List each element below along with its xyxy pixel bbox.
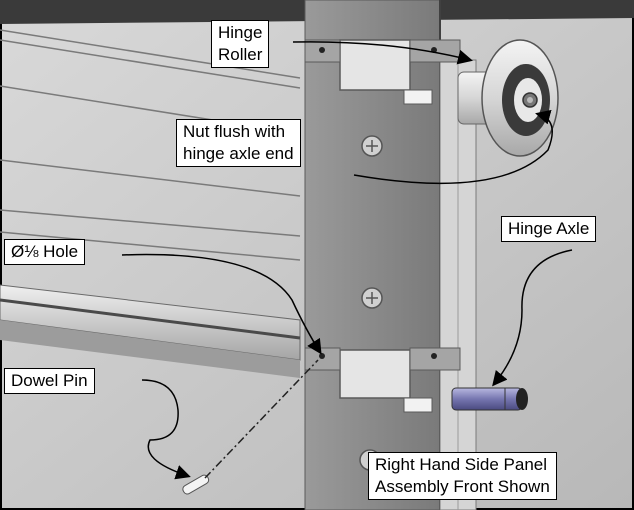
lower-hinge-hole-right [431, 353, 437, 359]
hinge-roller-label-line-1: Hinge [218, 23, 263, 42]
hinge-axle-label: Hinge Axle [501, 216, 597, 242]
leader-hinge-axle [492, 249, 573, 387]
lower-hinge-knuckle [339, 349, 411, 399]
dowel-pin-label: Dowel Pin [4, 368, 95, 394]
dowel-insertion-line [204, 359, 319, 479]
rail-edge [0, 298, 301, 340]
assembly-note-label: Right Hand Side Panel Assembly Front Sho… [368, 452, 557, 500]
leader-dowel-pin [141, 379, 191, 480]
lower-hinge-leaf-left [304, 347, 341, 371]
assembly-note-line-2: Assembly Front Shown [375, 477, 550, 496]
nut-flush-label: Nut flush with hinge axle end [176, 119, 301, 167]
nut-flush-label-line-2: hinge axle end [183, 144, 294, 163]
screw-upper [361, 135, 383, 157]
lower-rail-shadow [0, 320, 300, 378]
dowel-pin [182, 474, 210, 495]
upper-hinge-hole [319, 47, 325, 53]
leader-hinge-roller [292, 41, 473, 65]
lower-hinge-leaf-right [409, 347, 461, 371]
assembly-note-line-1: Right Hand Side Panel [375, 455, 548, 474]
dowel-pin-label-line-1: Dowel Pin [11, 371, 88, 390]
hole-label-line-1: Ø⅛ Hole [11, 242, 79, 261]
upper-hinge-knuckle [339, 39, 411, 91]
screw-middle [361, 287, 383, 309]
hole-label: Ø⅛ Hole [4, 239, 86, 265]
lower-hinge-tab [403, 397, 433, 413]
nut-flush-label-line-1: Nut flush with [183, 122, 286, 141]
dowel-hole [319, 353, 325, 359]
hinge-axle [451, 387, 528, 411]
leader-nut-flush [353, 109, 553, 185]
leader-hole [121, 253, 322, 355]
hinge-roller-label-line-2: Roller [218, 45, 263, 64]
hinge-axle-label-line-1: Hinge Axle [508, 219, 590, 238]
hinge-roller-label: Hinge Roller [211, 20, 270, 68]
upper-hinge-tab [403, 89, 433, 105]
